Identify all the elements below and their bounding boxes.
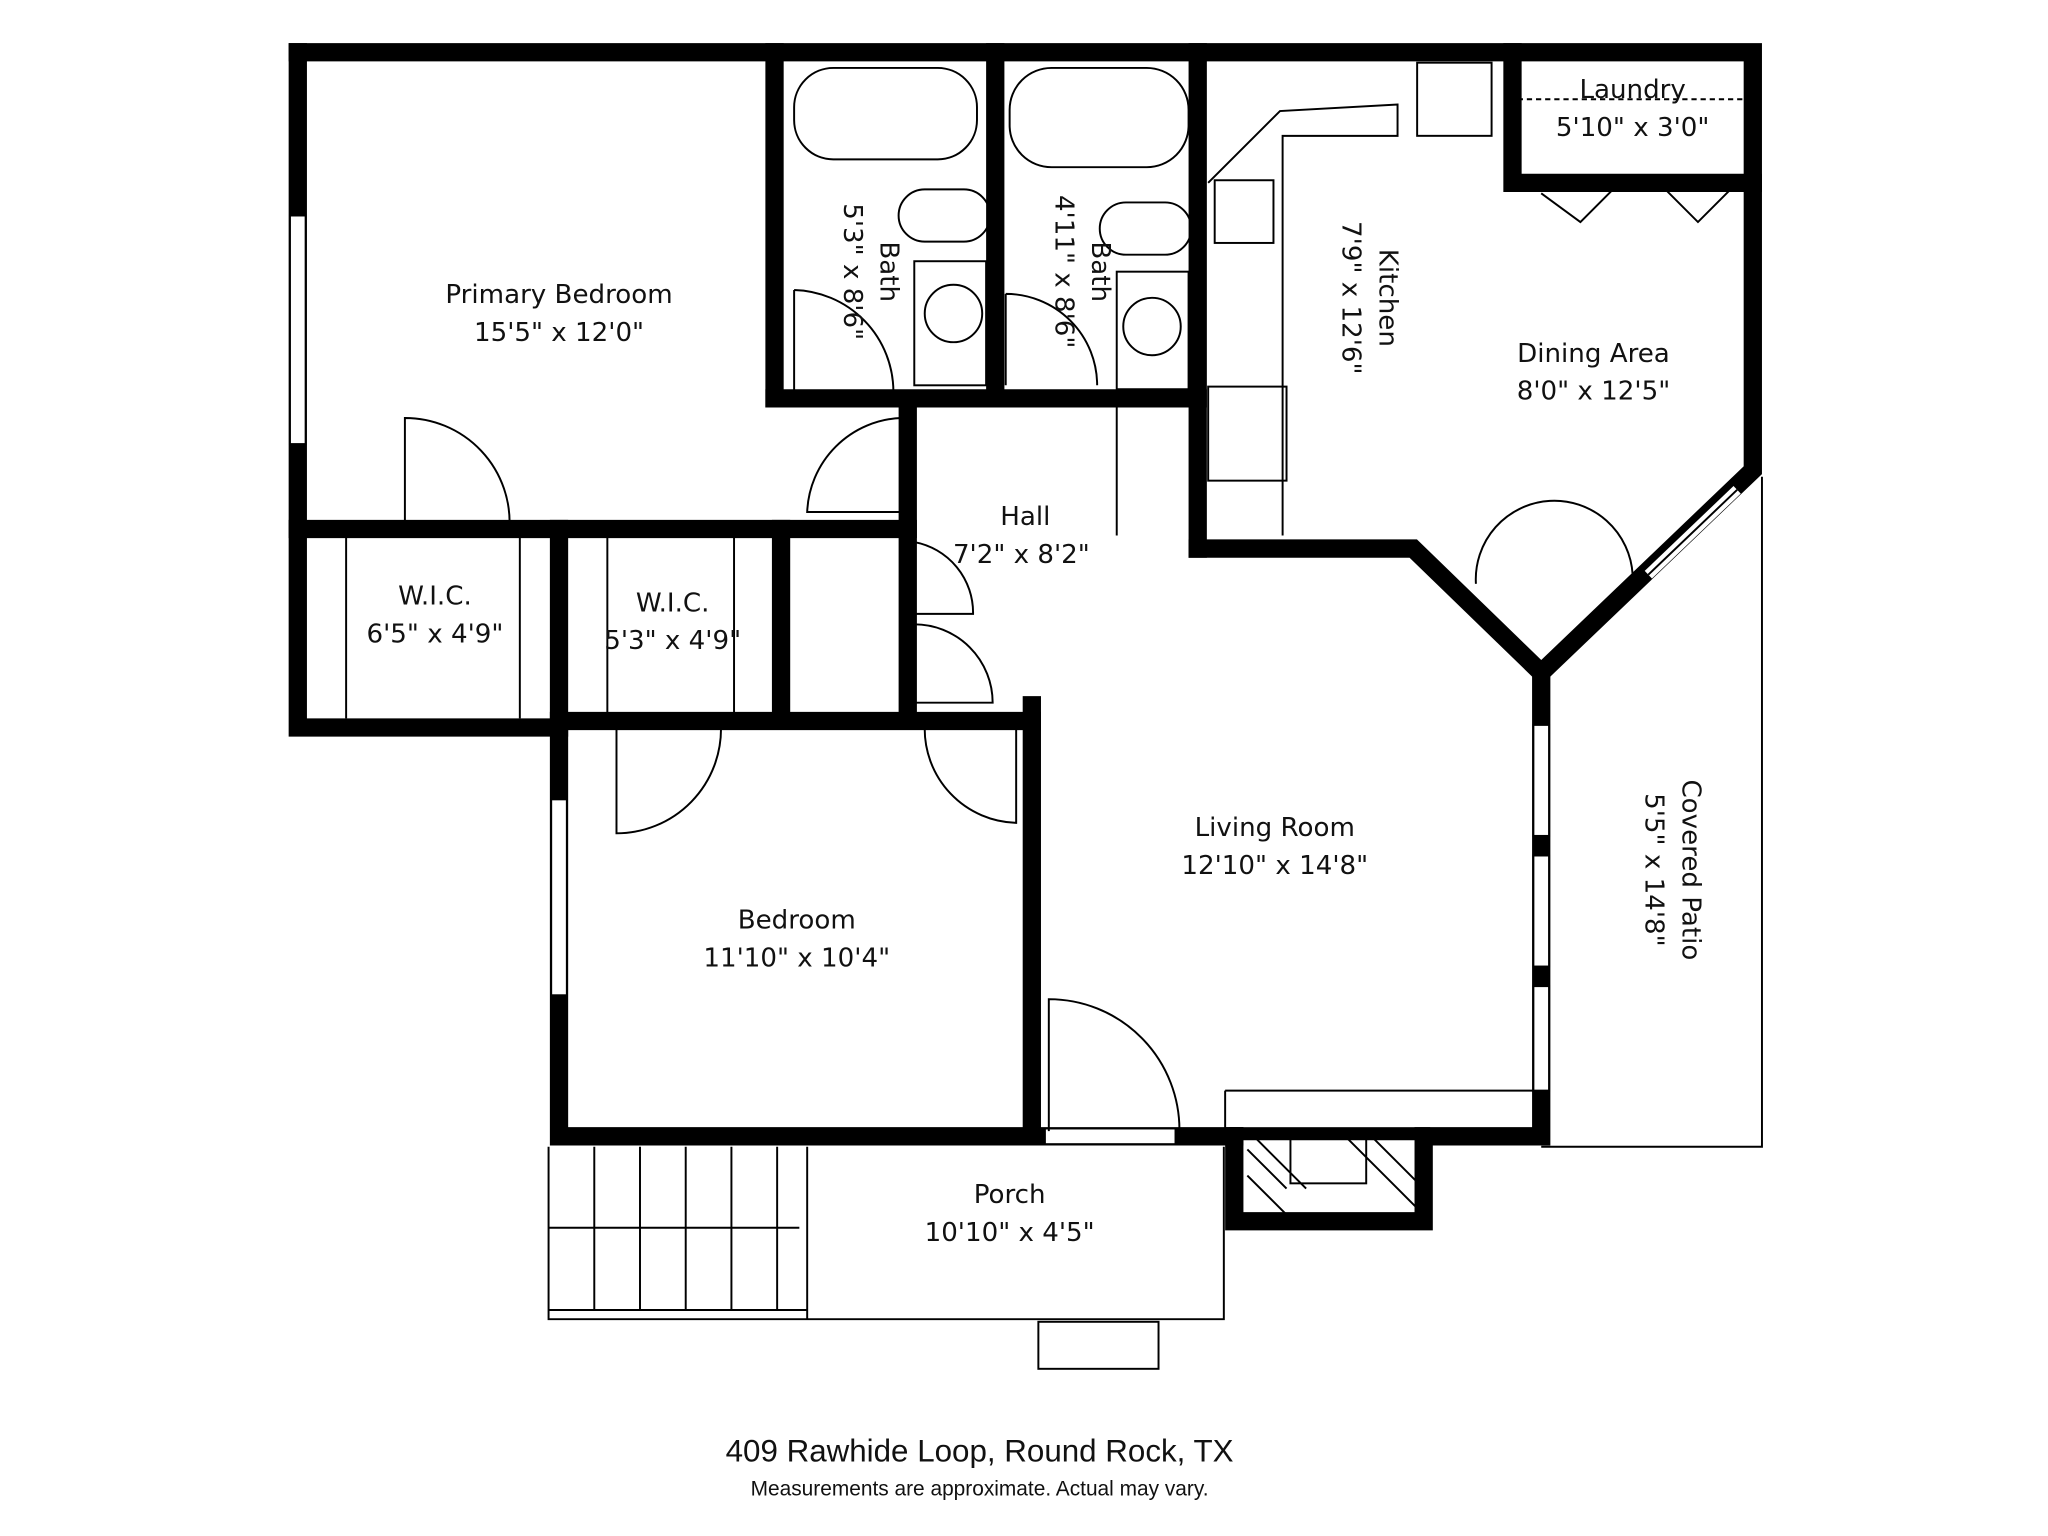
room-size: 10'10" x 4'5" [925,1218,1095,1248]
room-size: 15'5" x 12'0" [474,318,644,348]
room-size: 4'11" x 8'6" [1048,195,1078,348]
room-size: 12'10" x 14'8" [1181,851,1368,881]
room-label-hall: Hall 7'2" x 8'2" [953,502,1090,570]
room-name: Covered Patio [1675,779,1705,960]
room-size: 5'3" x 4'9" [604,626,741,656]
room-size: 5'10" x 3'0" [1556,113,1709,143]
doors [403,182,1738,1132]
room-name: Porch [974,1180,1046,1210]
room-label-laundry: Laundry 5'10" x 3'0" [1556,75,1709,143]
room-label-dining-area: Dining Area 8'0" x 12'5" [1517,339,1670,407]
outdoor-outlines [547,476,1763,1370]
room-size: 6'5" x 4'9" [367,620,504,650]
room-label-wic-2: W.I.C. 5'3" x 4'9" [604,588,741,656]
room-label-porch: Porch 10'10" x 4'5" [925,1180,1095,1248]
walls [288,43,1762,1231]
room-label-kitchen: Kitchen 7'9" x 12'6" [1336,221,1403,374]
room-label-covered-patio: Covered Patio 5'5" x 14'8" [1639,779,1706,960]
room-name: Bedroom [738,906,856,936]
room-name: Living Room [1195,813,1355,843]
room-label-wic-1: W.I.C. 6'5" x 4'9" [367,582,504,650]
room-size: 7'9" x 12'6" [1336,221,1366,374]
room-label-living-room: Living Room 12'10" x 14'8" [1181,813,1368,881]
room-size: 5'5" x 14'8" [1639,793,1669,946]
room-name: Laundry [1579,75,1685,105]
room-label-bath-1: Bath 5'3" x 8'6" [837,203,904,340]
room-size: 8'0" x 12'5" [1517,377,1670,407]
disclaimer: Measurements are approximate. Actual may… [751,1478,1209,1501]
stairs [548,1146,808,1312]
room-name: W.I.C. [398,582,472,612]
fixtures [345,61,1743,719]
room-size: 7'2" x 8'2" [953,540,1090,570]
room-label-primary-bedroom: Primary Bedroom 15'5" x 12'0" [445,280,672,348]
room-name: Bath [1085,241,1115,302]
room-name: Kitchen [1372,249,1402,347]
address: 409 Rawhide Loop, Round Rock, TX [726,1434,1234,1469]
fireplace [1229,1127,1431,1227]
room-name: Bath [873,241,903,302]
windows [288,214,1741,1146]
room-name: W.I.C. [636,588,710,618]
room-label-bath-2: Bath 4'11" x 8'6" [1048,195,1115,348]
room-name: Primary Bedroom [445,280,672,310]
room-name: Dining Area [1517,339,1670,369]
room-name: Hall [1000,502,1050,532]
room-label-bedroom: Bedroom 11'10" x 10'4" [703,906,890,974]
room-size: 5'3" x 8'6" [837,203,867,340]
room-size: 11'10" x 10'4" [703,944,890,974]
